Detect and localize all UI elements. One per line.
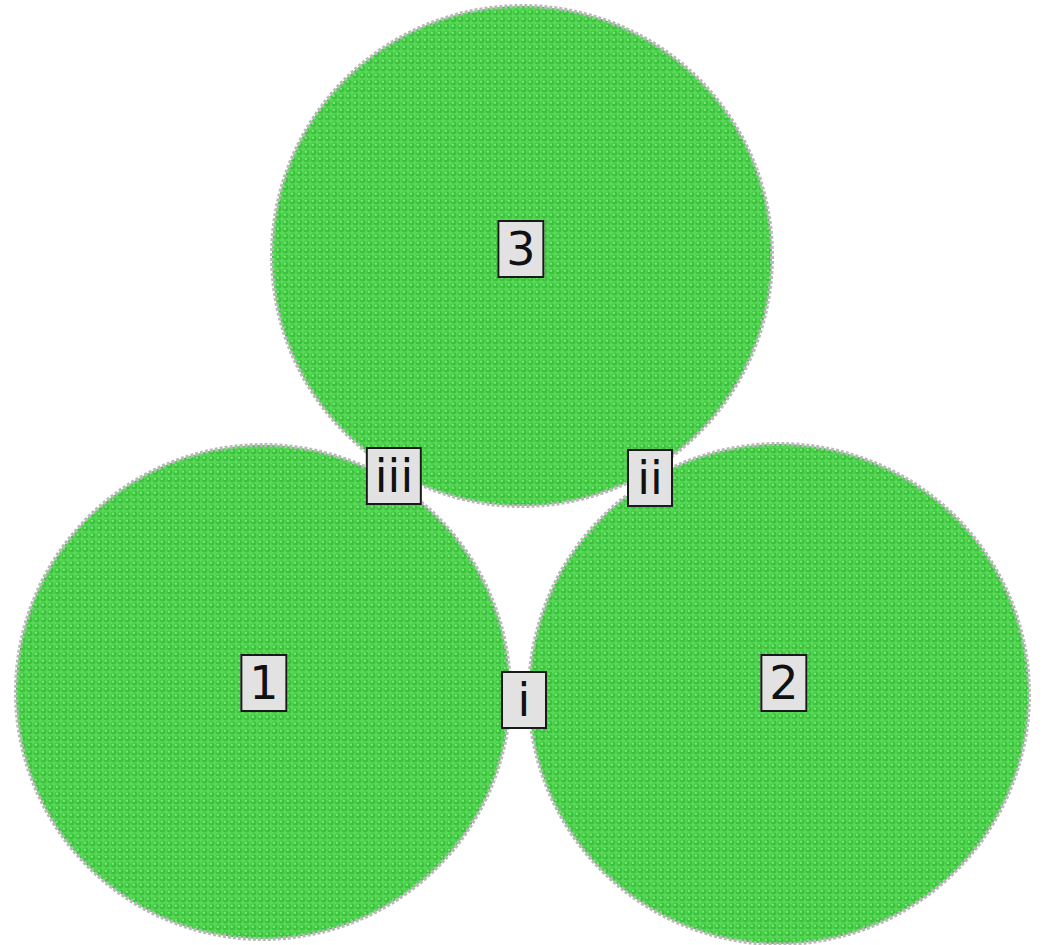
particle-disc: 3 [268,2,776,510]
contact-label: iii [366,447,422,505]
contact-label: ii [627,449,673,507]
particle-number: 1 [240,654,287,712]
tag-holder: 2 [760,654,807,712]
tag-holder: 3 [497,220,544,278]
atom-disc [16,445,510,939]
particle-number: 3 [497,220,544,278]
tag-holder: iii [366,447,422,505]
particle-disc: 2 [525,440,1033,945]
atom-disc [272,6,772,506]
particle-disc: 1 [12,441,514,943]
tag-holder: ii [627,449,673,507]
particle-number: 2 [760,654,807,712]
tag-holder: i [501,671,547,729]
tag-holder: 1 [240,654,287,712]
contact-label: i [501,671,547,729]
atom-disc [529,444,1029,944]
